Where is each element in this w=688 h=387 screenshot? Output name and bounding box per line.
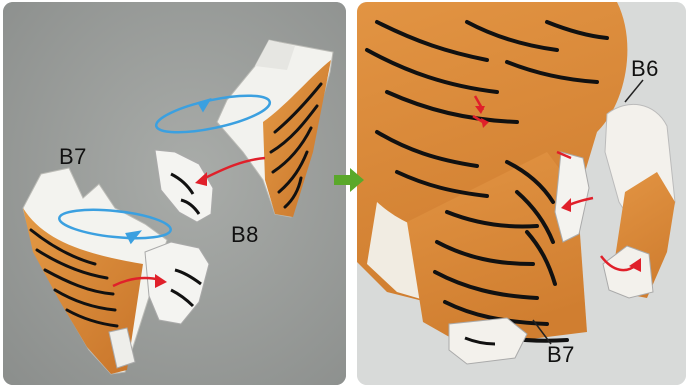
label-b8: B8	[231, 222, 259, 248]
label-b7-left: B7	[59, 144, 87, 170]
left-step-panel: B7 B8	[3, 2, 346, 385]
right-step-panel: B6 B7	[357, 2, 686, 385]
label-b7-right: B7	[547, 342, 575, 368]
label-b6: B6	[631, 56, 659, 82]
green-arrow-right-icon	[332, 166, 366, 194]
part-b7-foot	[449, 318, 527, 364]
left-illustration	[3, 2, 346, 385]
